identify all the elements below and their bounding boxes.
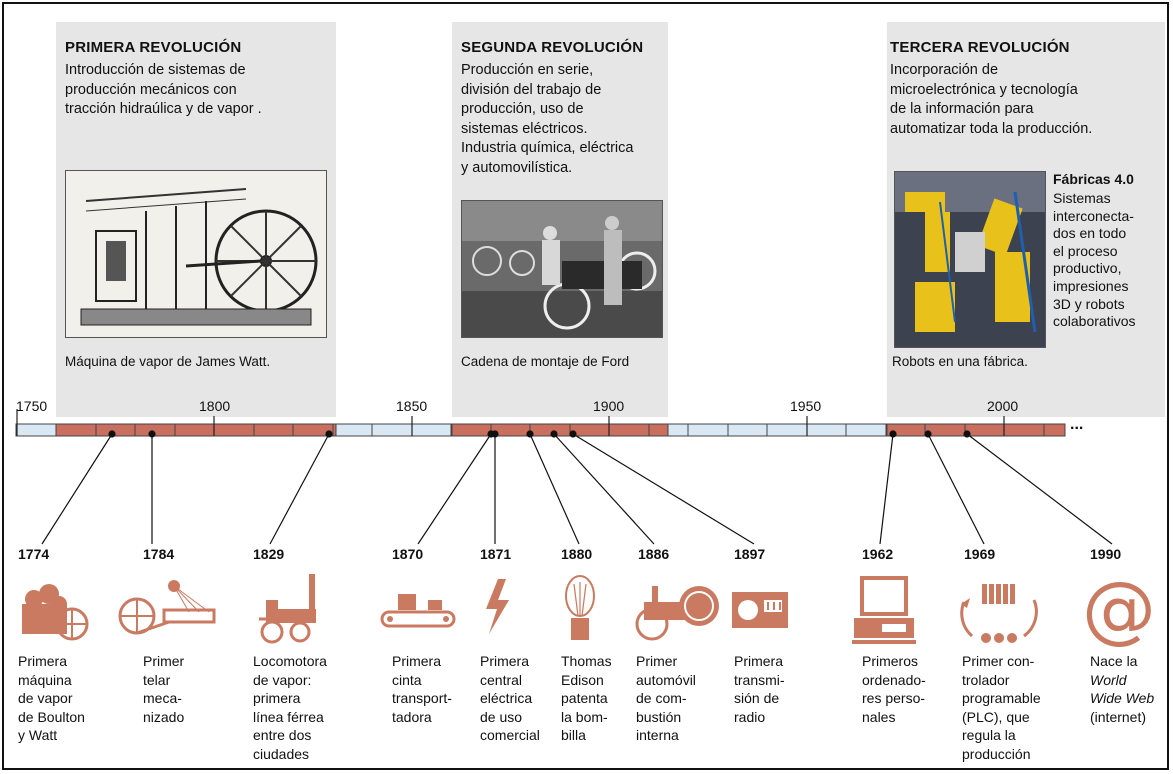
automobile-icon [635, 586, 719, 641]
event-text-1897: Primera transmi- sión de radio [734, 653, 785, 725]
segment-pre-first [15, 423, 57, 437]
computer-icon [852, 576, 916, 644]
event-text-1784: Primer telar meca- nizado [143, 653, 185, 725]
loom-icon [118, 580, 216, 635]
event-year-1962: 1962 [862, 546, 894, 562]
event-text-1962: Primeros ordenado- res perso- nales [862, 653, 926, 725]
axis-label-1900: 1900 [593, 398, 625, 414]
third-revolution-description: Incorporación de microelectrónica y tecn… [890, 62, 1093, 137]
factory-robots-photo [894, 171, 1046, 348]
segment-third-revolution [886, 423, 1066, 437]
event-text-1990: Nace la World Wide Web (internet) [1090, 652, 1154, 726]
segment-between-2 [667, 423, 888, 437]
event-year-1774: 1774 [18, 546, 50, 562]
event-year-1897: 1897 [734, 546, 766, 562]
factories-4-text: Sistemas interconecta- dos en todo el pr… [1053, 190, 1136, 330]
event-year-1969: 1969 [964, 546, 996, 562]
segment-second-revolution [451, 423, 669, 437]
event-year-1990: 1990 [1090, 546, 1122, 562]
second-revolution-title: SEGUNDA REVOLUCIÓN [461, 39, 644, 56]
event-year-1871: 1871 [480, 546, 512, 562]
event-year-1880: 1880 [561, 546, 593, 562]
steam-engine-photo [65, 170, 327, 338]
locomotive-icon [259, 574, 316, 644]
segment-between-1 [335, 423, 453, 437]
conveyor-belt-icon [380, 594, 456, 628]
segment-first-revolution [55, 423, 337, 437]
event-text-1871: Primera central eléctrica de uso comerci… [480, 653, 540, 744]
event-text-1829: Locomotora de vapor: primera línea férre… [253, 653, 327, 762]
ford-assembly-line-photo [461, 200, 663, 338]
event-text-1774: Primera máquina de vapor de Boulton y Wa… [18, 653, 85, 744]
major-ticks [16, 409, 1005, 436]
second-revolution-description: Producción en serie, división del trabaj… [461, 62, 634, 176]
timeline-bar [15, 423, 1066, 437]
light-bulb-icon [565, 575, 595, 640]
event-text-1870: Primera cinta transport- tadora [392, 653, 452, 725]
factories-4-title: Fábricas 4.0 [1053, 171, 1134, 187]
event-year-1829: 1829 [253, 546, 285, 562]
axis-label-1750: 1750 [16, 398, 48, 414]
event-connectors [41, 430, 1113, 545]
plc-icon [960, 584, 1038, 643]
steam-engine-icon [22, 584, 89, 641]
third-revolution-caption: Robots en una fábrica. [892, 354, 1028, 369]
axis-label-1950: 1950 [790, 398, 822, 414]
second-revolution-caption: Cadena de montaje de Ford [461, 354, 630, 369]
at-sign-icon: @ [1082, 566, 1156, 652]
event-text-1880: Thomas Edison patenta la bom- billa [561, 653, 612, 744]
event-text-1969: Primer con- trolador programable (PLC), … [962, 653, 1041, 762]
radio-icon [732, 592, 788, 628]
timeline-graphic [15, 409, 1113, 644]
event-text-1990-line-4: (internet) [1090, 708, 1147, 725]
event-year-1886: 1886 [638, 546, 670, 562]
first-revolution-description: Introducción de sistemas de producción m… [65, 62, 262, 117]
event-text-1990-www: World Wide Web [1090, 671, 1155, 707]
event-year-1870: 1870 [392, 546, 424, 562]
axis-label-1800: 1800 [199, 398, 231, 414]
event-year-1784: 1784 [143, 546, 175, 562]
lightning-icon [486, 579, 509, 634]
event-text-1990-line-1: Nace la [1090, 653, 1138, 669]
first-revolution-title: PRIMERA REVOLUCIÓN [65, 39, 242, 56]
axis-label-1850: 1850 [396, 398, 428, 414]
event-text-1886: Primer automóvil de com- bustión interna [636, 653, 696, 744]
axis-label-2000: 2000 [987, 398, 1019, 414]
third-revolution-title: TERCERA REVOLUCIÓN [890, 39, 1070, 56]
first-revolution-caption: Máquina de vapor de James Watt. [65, 354, 271, 369]
timeline-continuation: ... [1070, 416, 1084, 433]
